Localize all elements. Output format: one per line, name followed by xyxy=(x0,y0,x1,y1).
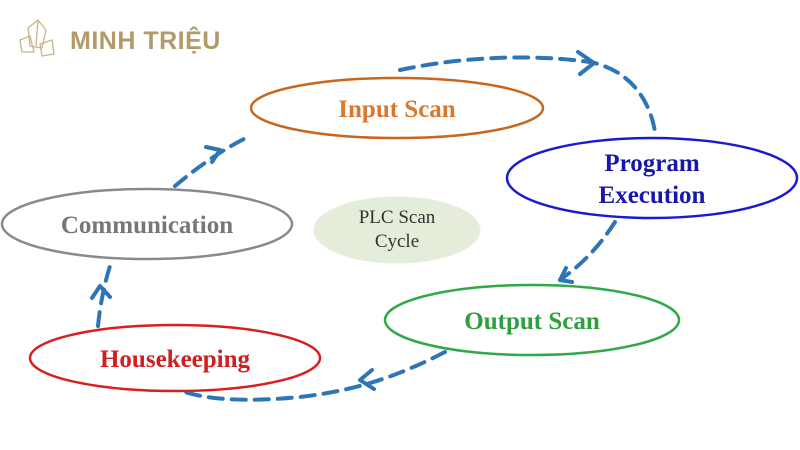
center-line2: Cycle xyxy=(375,231,419,252)
input-scan-label: Input Scan xyxy=(338,96,456,123)
stage-output-scan: Output Scan xyxy=(383,283,681,357)
stage-housekeeping: Housekeeping xyxy=(28,323,322,393)
output-scan-label: Output Scan xyxy=(464,308,600,335)
logo: MINH TRIỆU xyxy=(19,19,221,57)
arrowhead-icon xyxy=(576,50,596,76)
crystal-icon xyxy=(19,19,55,57)
arrowhead-icon xyxy=(358,368,376,391)
housekeeping-label: Housekeeping xyxy=(100,346,251,373)
cycle-arrows xyxy=(96,55,657,402)
arrowhead-icon xyxy=(558,266,574,284)
logo-text: MINH TRIỆU xyxy=(70,25,221,55)
arrowhead-icon xyxy=(204,145,222,164)
center-node: PLC Scan Cycle xyxy=(313,196,481,264)
arrow-housekeeping-to-communication xyxy=(96,258,114,328)
arrow-program-to-output xyxy=(558,220,617,282)
arrow-communication-to-input xyxy=(173,134,252,188)
arrow-output-to-housekeeping xyxy=(183,350,447,402)
program-execution-line1: Program xyxy=(604,150,700,177)
arrowhead-icon xyxy=(90,284,112,300)
stage-communication: Communication xyxy=(0,187,294,261)
arrow-input-to-program xyxy=(398,55,657,134)
stage-input-scan: Input Scan xyxy=(249,76,545,140)
communication-label: Communication xyxy=(61,212,233,239)
stage-program-execution: Program Execution xyxy=(505,136,799,220)
center-line1: PLC Scan xyxy=(359,207,436,228)
program-execution-line2: Execution xyxy=(599,182,706,209)
